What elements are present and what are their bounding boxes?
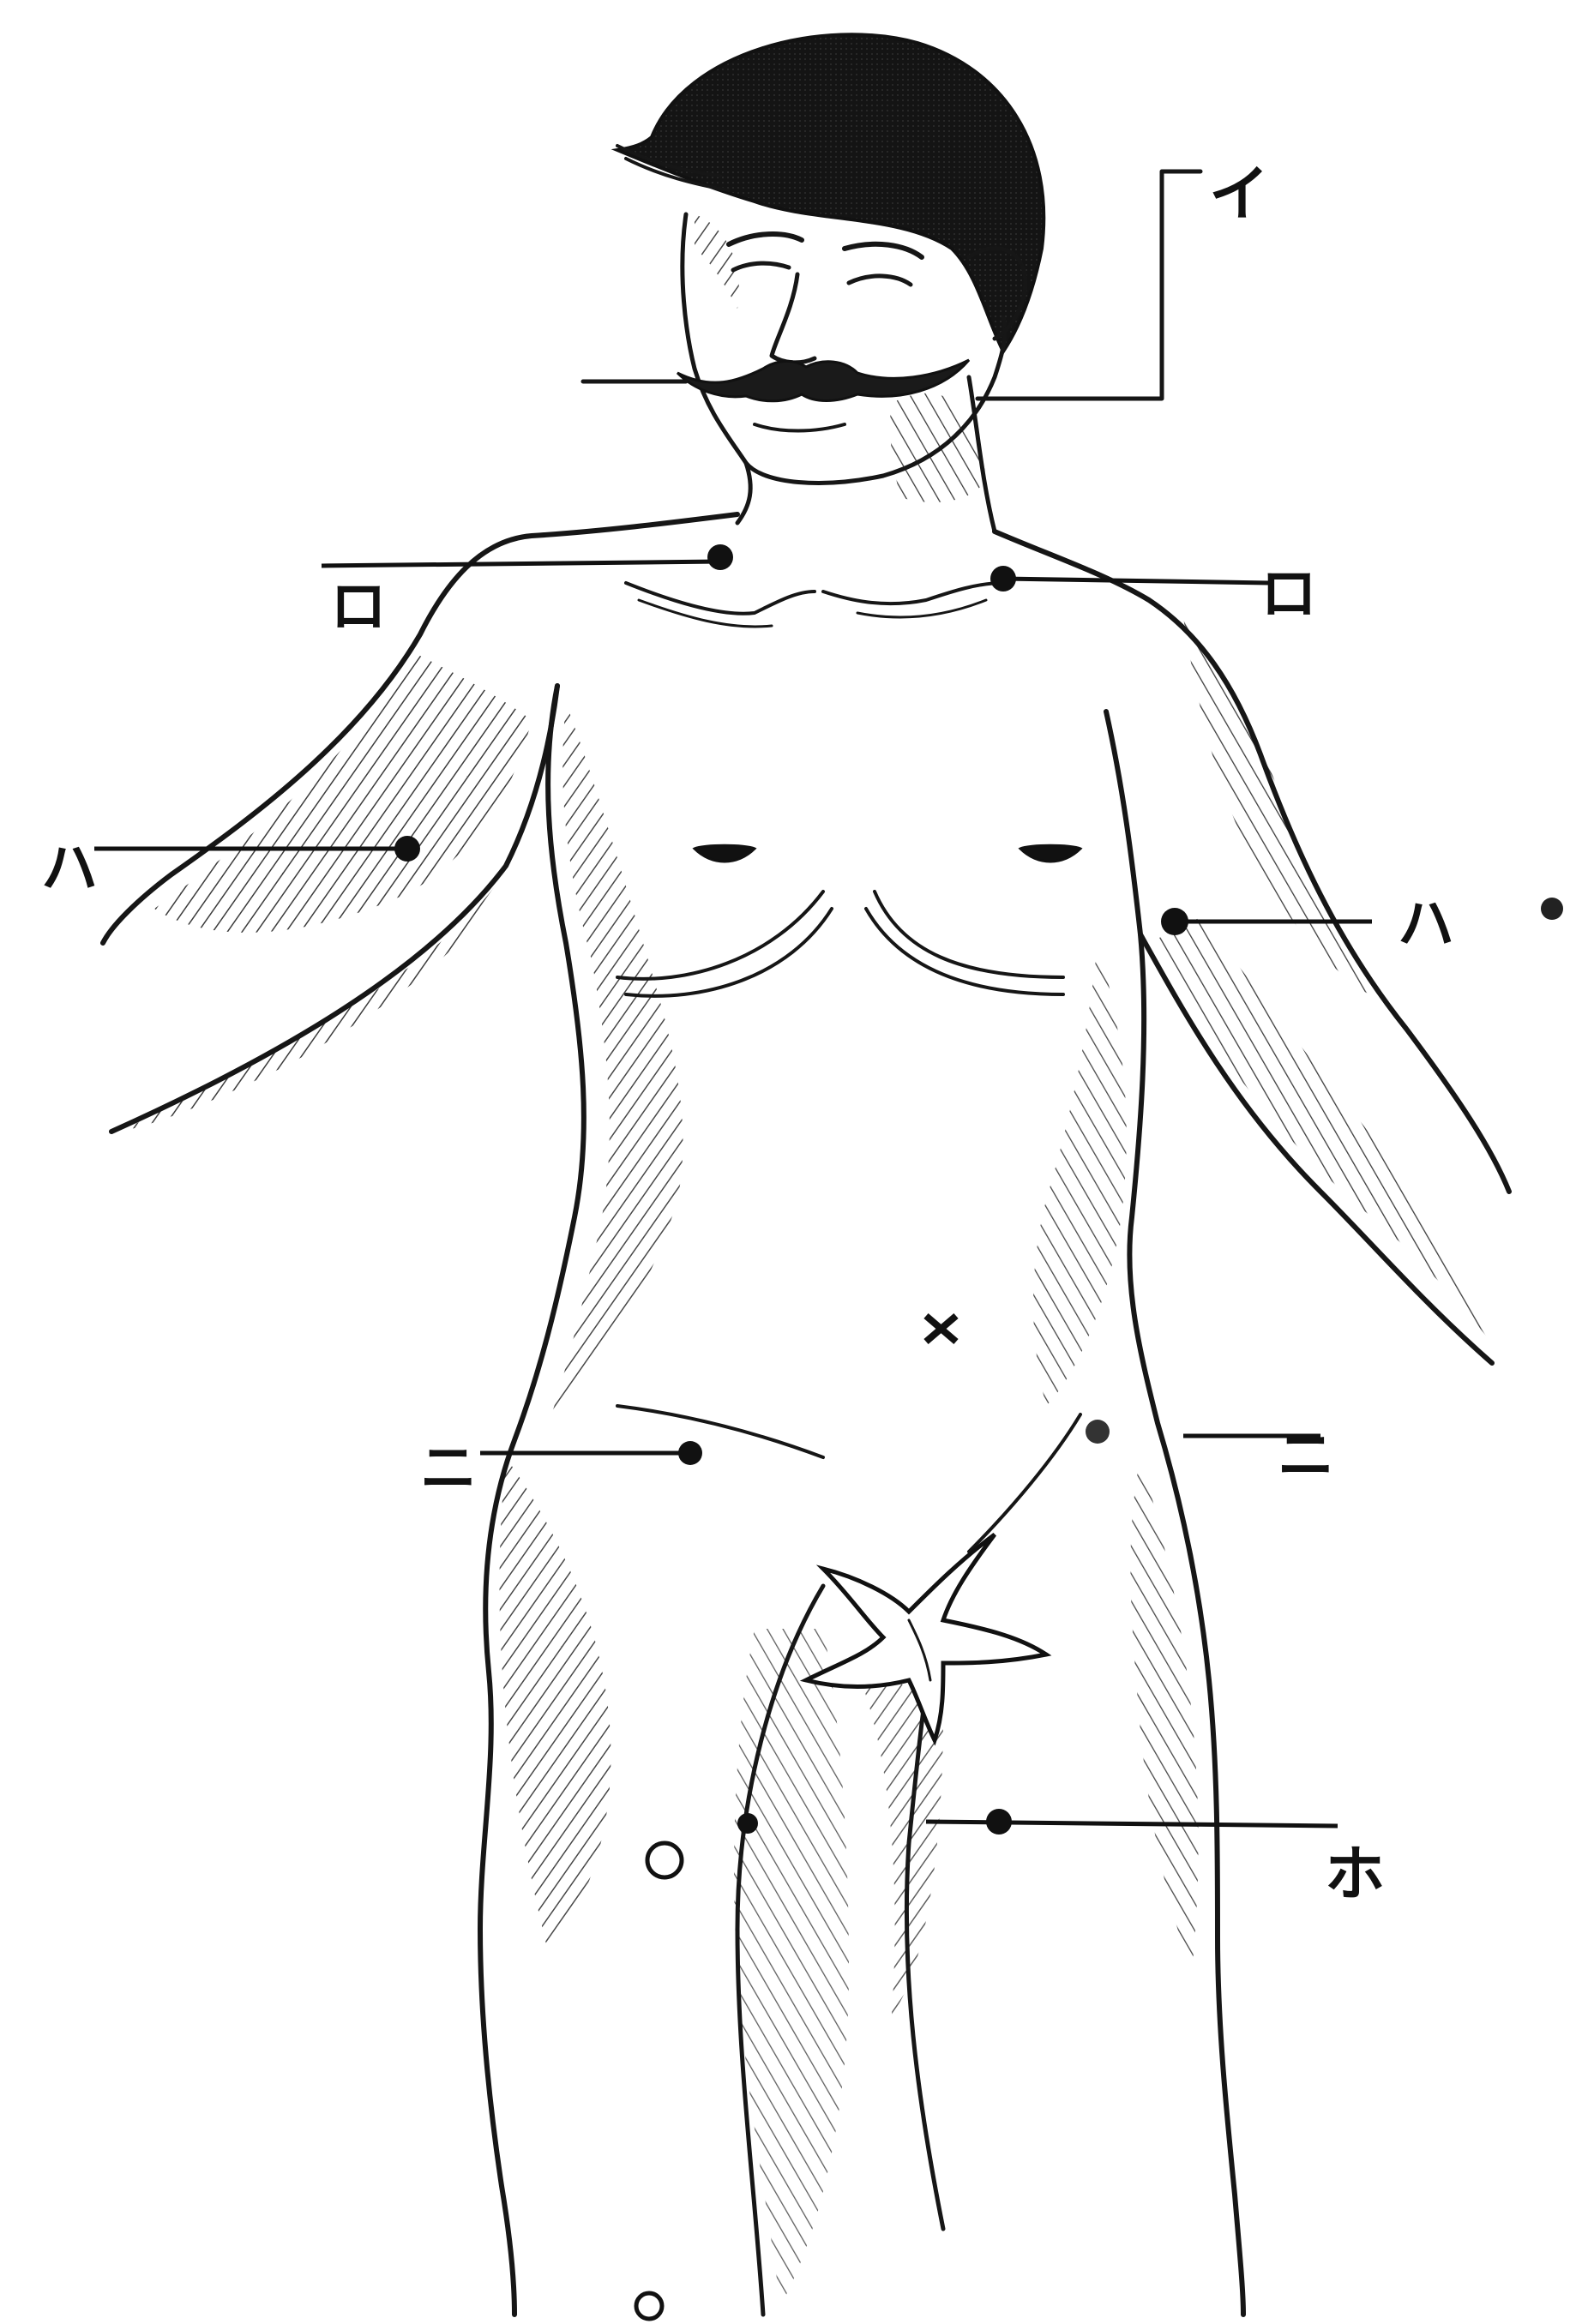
open-circle-thigh bbox=[647, 1843, 682, 1877]
label-ho: ホ bbox=[1325, 1838, 1385, 1909]
point-ni-right bbox=[1086, 1420, 1110, 1444]
hair bbox=[617, 34, 1044, 351]
fig-leaf bbox=[806, 1534, 1046, 1740]
point-ro-right bbox=[990, 566, 1016, 592]
point-ho bbox=[986, 1809, 1012, 1835]
label-ha-left: ハ bbox=[41, 834, 98, 901]
navel-mark bbox=[926, 1316, 956, 1342]
head bbox=[617, 34, 1044, 483]
label-ro-right: ロ bbox=[1260, 560, 1317, 627]
point-ha-right bbox=[1161, 908, 1188, 935]
label-ni-left: ニ bbox=[420, 1434, 477, 1501]
label-ni-right: ニ bbox=[1278, 1421, 1334, 1488]
point-inner-thigh bbox=[737, 1813, 758, 1834]
leader-line-ro-left bbox=[322, 561, 720, 566]
point-ro-left bbox=[707, 544, 733, 570]
label-i: イ bbox=[1209, 158, 1269, 229]
stray-dot bbox=[1541, 898, 1563, 920]
body-outline bbox=[103, 514, 1509, 2315]
point-ni-left bbox=[678, 1441, 702, 1465]
open-circle-knee bbox=[636, 2293, 662, 2319]
label-ro-left: ロ bbox=[330, 573, 387, 640]
point-ha-left bbox=[394, 836, 420, 862]
nipple-right bbox=[1020, 845, 1080, 862]
nipple-left bbox=[695, 845, 755, 862]
label-ha-right: ハ bbox=[1398, 890, 1454, 957]
leader-line-ro-right bbox=[1003, 579, 1269, 583]
